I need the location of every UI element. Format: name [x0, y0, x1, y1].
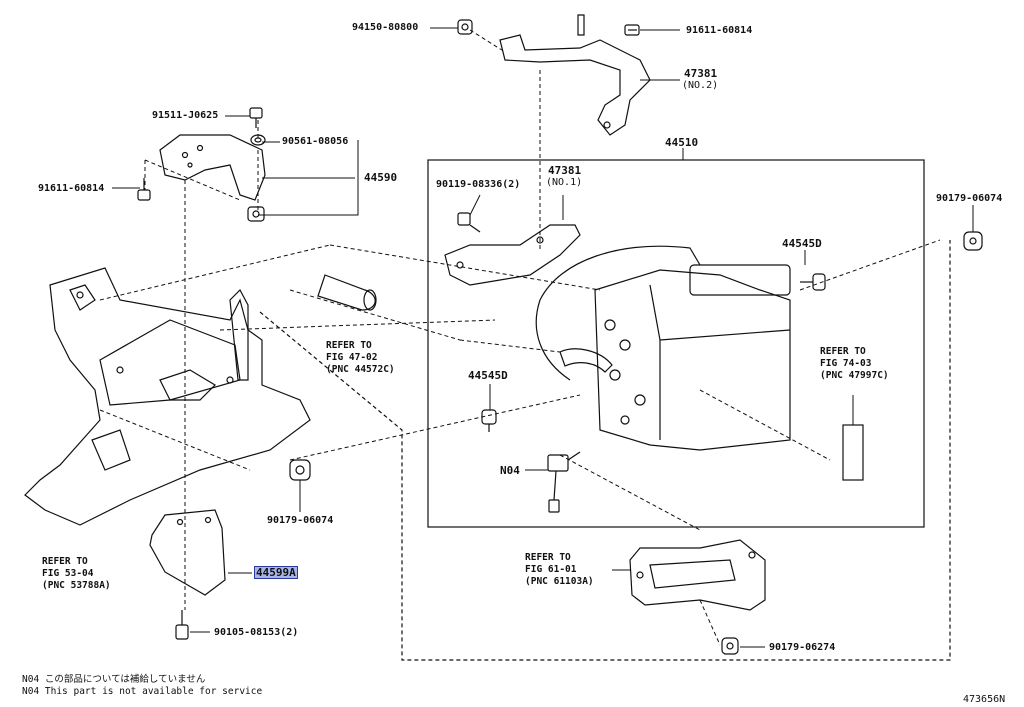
- bracket-44590: [159, 134, 266, 201]
- crossmember-bracket: [24, 267, 311, 526]
- callout-47381-no1[interactable]: 47381: [548, 164, 582, 177]
- callout-90179-06074-right[interactable]: 90179-06074: [936, 193, 1003, 204]
- label-plate-fig-74-03: [842, 424, 864, 481]
- callout-90105-08153[interactable]: 90105-08153(2): [214, 627, 299, 638]
- crossmember-plate: [99, 319, 241, 406]
- callout-44545d-upper[interactable]: 44545D: [782, 237, 822, 250]
- bolt-44545d-upper-icon: [800, 273, 826, 291]
- callout-47381-no1-note: (NO.1): [546, 177, 583, 188]
- nut-90561-icon: [250, 134, 266, 146]
- footnotes: N04 この部品については補給していません N04 This part is n…: [22, 674, 262, 698]
- tube-fig-47-02: [317, 274, 376, 311]
- callout-44545d-lower[interactable]: 44545D: [468, 369, 508, 382]
- callout-44599a-highlighted[interactable]: 44599A: [254, 566, 298, 579]
- reference-fig-47-02[interactable]: REFER TO FIG 47-02 (PNC 44572C): [326, 340, 395, 375]
- callout-91511-j0625[interactable]: 91511-J0625: [152, 110, 219, 121]
- bracket-47381-no1: [444, 224, 581, 286]
- grommet-90179-mid-icon: [289, 459, 311, 481]
- bolt-90119-icon: [457, 212, 481, 233]
- footnote-japanese: N04 この部品については補給していません: [22, 674, 206, 685]
- reference-fig-61-01[interactable]: REFER TO FIG 61-01 (PNC 61103A): [525, 552, 594, 587]
- crossmember-block: [91, 429, 131, 471]
- bracket-44599a: [149, 509, 226, 596]
- sensor-n04-icon: [547, 451, 581, 513]
- callout-47381-no2-note: (NO.2): [682, 80, 719, 91]
- reference-fig-74-03[interactable]: REFER TO FIG 74-03 (PNC 47997C): [820, 346, 889, 381]
- callout-44510[interactable]: 44510: [665, 136, 699, 149]
- callout-91611-60814-left[interactable]: 91611-60814: [38, 183, 105, 194]
- footnote-english: N04 This part is not available for servi…: [22, 686, 263, 697]
- callout-44590[interactable]: 44590: [364, 171, 398, 184]
- outer-leader-line: [259, 240, 951, 661]
- callout-91611-60814-top[interactable]: 91611-60814: [686, 25, 753, 36]
- grommet-90179-right-icon: [963, 231, 983, 251]
- bracket-47381-no2: [499, 34, 651, 136]
- callout-90179-06074-mid[interactable]: 90179-06074: [267, 515, 334, 526]
- leader-lines: [99, 29, 941, 646]
- bolt-91511-icon: [249, 107, 263, 128]
- reference-fig-53-04[interactable]: REFER TO FIG 53-04 (PNC 53788A): [42, 556, 111, 591]
- callout-90561-08056[interactable]: 90561-08056: [282, 136, 349, 147]
- callout-n04[interactable]: N04: [500, 464, 520, 477]
- figure-number: 473656N: [963, 694, 1006, 705]
- callout-90179-06274[interactable]: 90179-06274: [769, 642, 836, 653]
- bolt-94150-icon: [457, 19, 473, 35]
- actuator-assembly-box: [427, 159, 925, 528]
- stud-icon: [577, 14, 585, 36]
- grommet-90179-06274-icon: [721, 637, 739, 655]
- bolt-91611-top-icon: [624, 24, 640, 36]
- bolt-90105-icon: [175, 610, 189, 640]
- bolt-91611-left-icon: [137, 178, 151, 201]
- bracket-fig-61-01: [629, 539, 766, 611]
- callout-90119-08336[interactable]: 90119-08336(2): [436, 179, 521, 190]
- callout-47381-no2[interactable]: 47381: [684, 67, 718, 80]
- bracket-hole: [603, 121, 611, 129]
- abs-actuator: [535, 245, 791, 451]
- bolt-44545d-lower-icon: [481, 409, 497, 432]
- callout-94150-80800[interactable]: 94150-80800: [352, 22, 419, 33]
- nut-lower-icon: [247, 206, 265, 222]
